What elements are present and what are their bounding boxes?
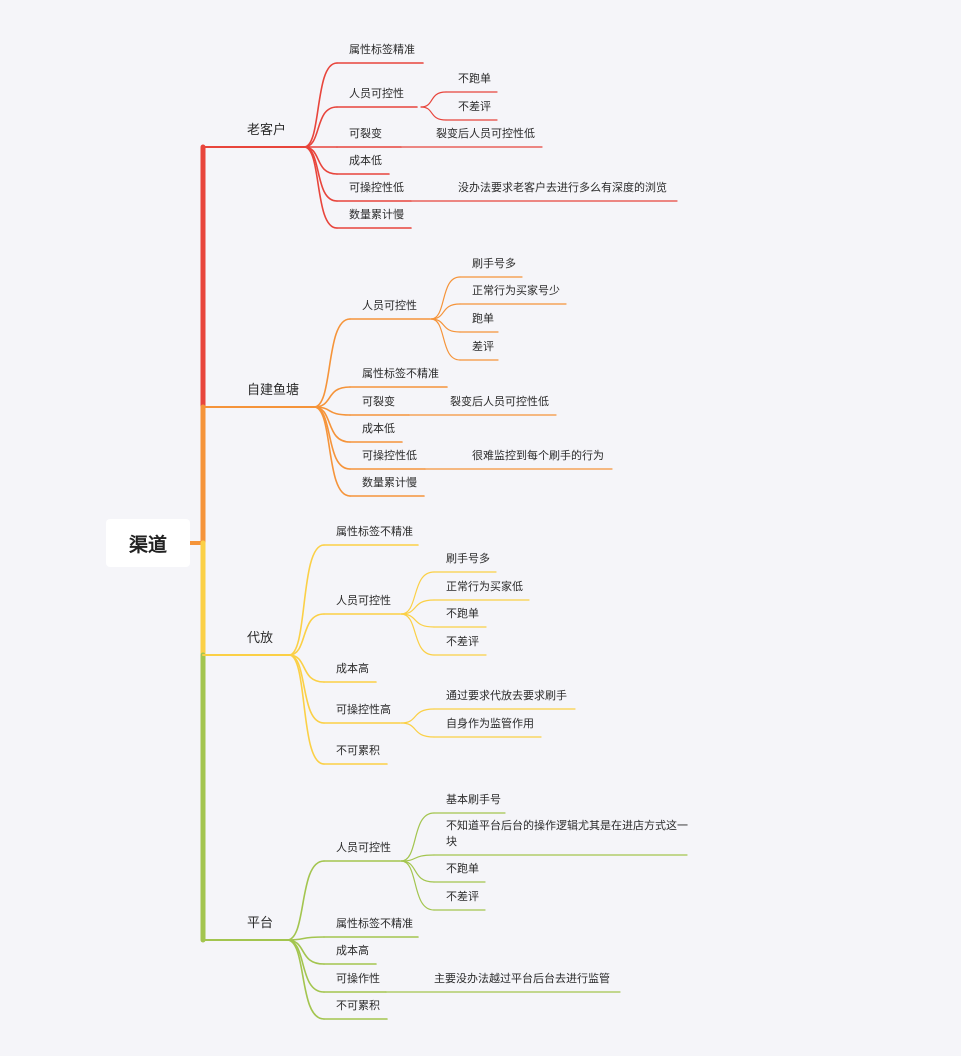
child-label-2-4[interactable]: 不可累积 (336, 744, 380, 757)
child-label-1-0[interactable]: 人员可控性 (362, 299, 417, 312)
grandchild-connector-2-3-1 (400, 722, 435, 738)
grandchild-connector-0-1-0 (420, 91, 447, 108)
child-connector-2-1 (288, 613, 325, 656)
child-connector-3-3 (286, 939, 325, 993)
grandchild-connector-3-0-0 (400, 812, 435, 862)
grandchild-label-1-0-2[interactable]: 跑单 (472, 312, 494, 325)
child-label-1-3[interactable]: 成本低 (362, 422, 395, 435)
grandchild-label-2-1-1[interactable]: 正常行为买家低 (446, 580, 523, 593)
branch-label-0[interactable]: 老客户 (247, 123, 287, 138)
child-label-0-0[interactable]: 属性标签精准 (349, 43, 415, 56)
child-label-0-2[interactable]: 可裂变 (349, 127, 382, 140)
child-connector-3-0 (286, 860, 325, 941)
child-connector-0-0 (303, 62, 338, 148)
branch-label-2[interactable]: 代放 (247, 631, 274, 646)
child-label-2-3[interactable]: 可操控性高 (336, 703, 391, 716)
grandchild-connector-1-0-1 (430, 303, 461, 320)
grandchild-label-0-2-0[interactable]: 裂变后人员可控性低 (436, 127, 535, 140)
child-connector-0-1 (303, 106, 338, 148)
child-connector-0-5 (303, 146, 338, 229)
child-label-0-5[interactable]: 数量累计慢 (349, 208, 404, 221)
child-label-3-4[interactable]: 不可累积 (336, 999, 380, 1012)
grandchild-label-1-0-1[interactable]: 正常行为买家号少 (472, 284, 560, 297)
child-label-1-2[interactable]: 可裂变 (362, 395, 395, 408)
child-connector-2-4 (288, 654, 325, 765)
root-label: 渠道 (128, 533, 167, 556)
child-label-0-4[interactable]: 可操控性低 (349, 181, 404, 194)
grandchild-connector-1-0-0 (430, 276, 461, 320)
grandchild-label-1-0-3[interactable]: 差评 (472, 340, 494, 353)
branch-label-3[interactable]: 平台 (247, 916, 274, 931)
grandchild-label-3-0-2[interactable]: 不跑单 (446, 862, 479, 875)
grandchild-label-1-4-0[interactable]: 很难监控到每个刷手的行为 (472, 449, 604, 462)
grandchild-connector-0-1-1 (420, 106, 447, 121)
grandchild-connector-2-1-3 (400, 613, 435, 656)
branch-label-1[interactable]: 自建鱼塘 (247, 383, 300, 398)
grandchild-label-3-0-0[interactable]: 基本刷手号 (446, 793, 501, 806)
grandchild-label-1-0-0[interactable]: 刷手号多 (472, 257, 516, 270)
grandchild-connector-3-0-3 (400, 860, 435, 911)
child-label-3-1[interactable]: 属性标签不精准 (336, 917, 413, 930)
grandchild-label-2-1-0[interactable]: 刷手号多 (446, 552, 490, 565)
child-connector-1-5 (313, 406, 351, 497)
child-label-3-3[interactable]: 可操作性 (336, 972, 380, 985)
child-connector-1-0 (313, 318, 351, 408)
child-label-1-4[interactable]: 可操控性低 (362, 449, 417, 462)
grandchild-connector-2-3-0 (400, 708, 435, 724)
child-label-2-2[interactable]: 成本高 (336, 662, 369, 675)
child-label-2-1[interactable]: 人员可控性 (336, 594, 391, 607)
grandchild-label-0-4-0[interactable]: 没办法要求老客户去进行多么有深度的浏览 (458, 181, 667, 194)
child-connector-0-3 (303, 146, 338, 175)
child-label-3-2[interactable]: 成本高 (336, 944, 369, 957)
root-node[interactable]: 渠道 (106, 519, 190, 567)
grandchild-label-3-0-3[interactable]: 不差评 (446, 890, 479, 903)
grandchild-label-3-3-0[interactable]: 主要没办法越过平台后台去进行监管 (434, 972, 610, 985)
grandchild-label-2-3-1[interactable]: 自身作为监管作用 (446, 717, 534, 730)
grandchild-label-2-3-0[interactable]: 通过要求代放去要求刷手 (446, 689, 567, 702)
child-label-0-3[interactable]: 成本低 (349, 154, 382, 167)
grandchild-label-0-1-1[interactable]: 不差评 (458, 100, 491, 113)
grandchild-label-2-1-3[interactable]: 不差评 (446, 635, 479, 648)
grandchild-label-0-1-0[interactable]: 不跑单 (458, 72, 491, 85)
grandchild-connector-2-1-0 (400, 571, 435, 615)
grandchild-connector-3-0-2 (400, 860, 435, 883)
child-label-1-5[interactable]: 数量累计慢 (362, 476, 417, 489)
grandchild-connector-2-1-1 (400, 599, 435, 615)
child-connector-1-1 (313, 386, 351, 408)
child-label-0-1[interactable]: 人员可控性 (349, 87, 404, 100)
child-label-2-0[interactable]: 属性标签不精准 (336, 525, 413, 538)
child-label-1-1[interactable]: 属性标签不精准 (362, 367, 439, 380)
child-connector-3-4 (286, 939, 325, 1020)
grandchild-connector-1-0-3 (430, 318, 461, 361)
child-label-3-0[interactable]: 人员可控性 (336, 841, 391, 854)
grandchild-label-3-0-1[interactable]: 不知道平台后台的操作逻辑尤其是在进店方式这一块 (446, 819, 688, 848)
child-connector-2-3 (288, 654, 325, 724)
child-connector-2-0 (288, 544, 325, 656)
grandchild-label-2-1-2[interactable]: 不跑单 (446, 607, 479, 620)
grandchild-label-1-2-0[interactable]: 裂变后人员可控性低 (450, 395, 549, 408)
